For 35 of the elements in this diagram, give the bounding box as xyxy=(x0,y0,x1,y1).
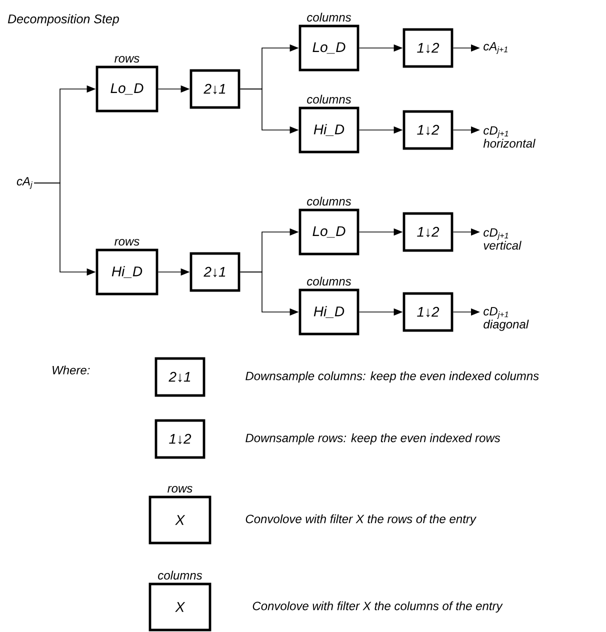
block-box: Hi_D xyxy=(298,106,360,154)
signal-label: cD$_{j+1}$ vertical xyxy=(484,228,522,250)
box-heading: rows xyxy=(114,239,140,246)
block-box: X xyxy=(148,582,212,632)
box-heading: rows xyxy=(168,486,192,493)
block-box: 1↓2 xyxy=(402,28,454,68)
block-box: 2↓1 xyxy=(190,252,240,292)
label: Where: xyxy=(52,366,90,374)
block-box: 1↓2 xyxy=(154,419,206,459)
signal-label: cD$_{j+1}$ diagonal xyxy=(484,307,529,331)
block-box: Hi_D xyxy=(96,248,158,296)
description: Downsample rows: keep the even indexed rows xyxy=(246,433,500,445)
signal-label: cD$_{j+1}$ horizontal xyxy=(483,126,536,148)
box-heading: columns xyxy=(307,276,352,286)
block-box: Lo_D xyxy=(298,24,360,72)
block-box: 1↓2 xyxy=(402,110,454,150)
block-box: X xyxy=(148,496,212,544)
block-box: 2↓1 xyxy=(190,69,240,109)
box-heading: columns xyxy=(307,12,352,22)
description: Downsample columns: keep the even indexed columns xyxy=(246,371,539,383)
block-box: Lo_D xyxy=(96,66,158,112)
description: Convolove with filter X the columns of the entry xyxy=(252,601,503,613)
signal-label: cA$_{j+1}$ xyxy=(484,42,508,54)
signal-label: cA$_{j}$ xyxy=(16,177,32,189)
block-box: Hi_D xyxy=(298,288,360,336)
box-heading: rows xyxy=(114,56,140,63)
block-box: 1↓2 xyxy=(402,212,454,252)
title: Decomposition Step xyxy=(8,14,119,26)
description: Convolove with filter X the rows of the entry xyxy=(246,514,477,526)
box-heading: columns xyxy=(307,94,352,104)
block-box: 2↓1 xyxy=(154,357,206,397)
box-heading: columns xyxy=(307,196,352,206)
box-heading: columns xyxy=(158,570,202,580)
block-box: 1↓2 xyxy=(402,292,454,332)
block-box: Lo_D xyxy=(298,208,360,256)
